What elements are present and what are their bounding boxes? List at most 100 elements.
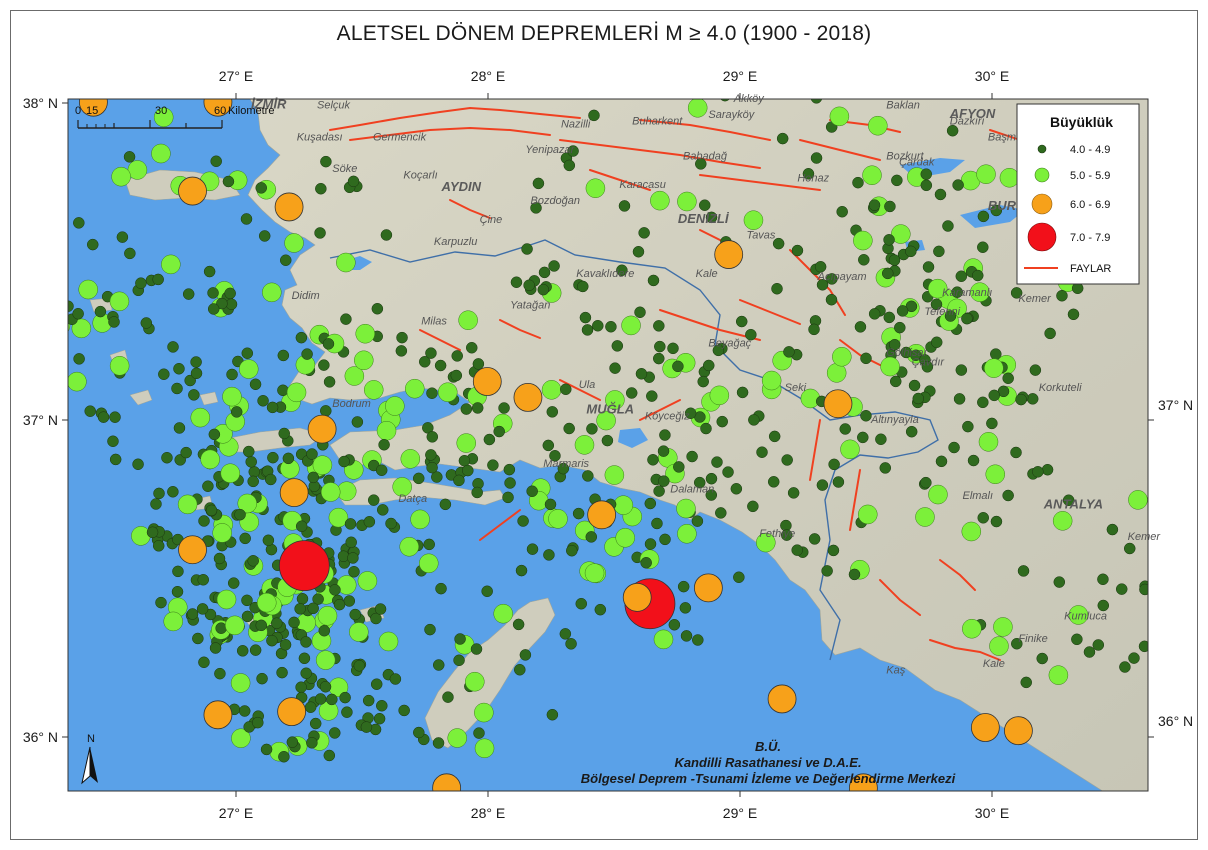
earthquake-point: [340, 313, 352, 325]
earthquake-point: [586, 423, 598, 435]
province-label: MUĞLA: [586, 401, 634, 416]
earthquake-point: [158, 368, 170, 380]
town-label: Seki: [785, 382, 807, 394]
earthquake-point: [190, 407, 211, 428]
earthquake-point: [653, 352, 665, 365]
earthquake-point: [173, 422, 186, 434]
earthquake-point: [498, 402, 510, 414]
earthquake-point: [601, 434, 614, 447]
earthquake-point: [215, 622, 227, 634]
town-label: Germencik: [373, 131, 427, 143]
town-label: Ula: [579, 379, 596, 391]
town-label: Kavaklıdere: [576, 268, 634, 280]
earthquake-point: [483, 433, 496, 446]
earthquake-point: [1139, 583, 1148, 596]
earthquake-point: [167, 341, 179, 353]
earthquake-point: [454, 633, 466, 645]
earthquake-point: [34, 321, 45, 332]
earthquake-point: [908, 379, 921, 392]
earthquake-point: [373, 712, 386, 725]
earthquake-point: [318, 359, 330, 371]
earthquake-point: [278, 750, 290, 763]
earthquake-point: [152, 273, 164, 286]
earthquake-point: [267, 451, 279, 464]
town-label: Karpuzlu: [434, 236, 477, 248]
earthquake-point: [879, 462, 892, 474]
earthquake-point: [868, 308, 881, 320]
earthquake-point: [424, 623, 436, 636]
earthquake-point: [1015, 393, 1027, 406]
earthquake-point: [458, 454, 471, 467]
earthquake-point: [787, 487, 800, 499]
earthquake-point: [658, 475, 670, 487]
earthquake-point: [389, 673, 402, 685]
earthquake-point: [1002, 372, 1014, 385]
earthquake-point: [993, 617, 1013, 637]
earthquake-point: [743, 210, 764, 230]
earthquake-point-major: [622, 582, 652, 612]
earthquake-point: [693, 476, 706, 489]
earthquake-point: [709, 385, 730, 406]
town-label: Honaz: [797, 173, 829, 185]
earthquake-point: [767, 476, 780, 488]
town-label: Kale: [696, 268, 718, 280]
province-label: AYDIN: [441, 179, 482, 194]
earthquake-point: [821, 565, 833, 577]
earthquake-point: [730, 483, 743, 495]
earthquake-point: [711, 456, 723, 468]
earthquake-point: [747, 500, 759, 513]
town-label: Nazilli: [561, 119, 591, 131]
earthquake-point: [686, 450, 698, 463]
earthquake-point: [220, 463, 241, 483]
earthquake-point: [705, 211, 718, 224]
earthquake-point: [348, 566, 360, 578]
earthquake-point: [801, 61, 812, 72]
earthquake-point: [203, 265, 216, 278]
earthquake-point: [222, 386, 242, 407]
earthquake-point: [124, 247, 136, 260]
earthquake-point: [691, 515, 704, 527]
town-label: Didim: [292, 290, 320, 302]
earthquake-point: [563, 159, 576, 172]
earthquake-point-major: [693, 573, 723, 603]
town-label: Yenipazar: [525, 144, 575, 156]
earthquake-point: [761, 370, 782, 391]
earthquake-point-major: [277, 697, 307, 727]
earthquake-point: [810, 152, 823, 164]
earthquake-point: [594, 603, 607, 616]
earthquake-point: [68, 300, 74, 312]
earthquake-point: [197, 574, 210, 586]
earthquake-point: [351, 416, 364, 428]
earthquake-point: [239, 532, 251, 545]
earthquake-point: [829, 106, 850, 127]
earthquake-point: [260, 743, 273, 756]
earthquake-point: [646, 390, 658, 402]
earthquake-point: [928, 484, 948, 505]
earthquake-point: [745, 328, 757, 341]
earthquake-point: [423, 538, 435, 551]
earthquake-point: [286, 382, 307, 403]
earthquake-point: [828, 458, 840, 471]
earthquake-point: [304, 701, 317, 713]
earthquake-point: [768, 430, 781, 443]
earthquake-point: [418, 356, 431, 368]
earthquake-point: [177, 494, 198, 515]
earthquake-point: [1002, 489, 1014, 502]
town-label: Marmaris: [543, 458, 589, 470]
earthquake-point: [720, 99, 730, 102]
earthquake-point: [276, 666, 288, 679]
earthquake-point: [413, 726, 425, 739]
earthquake-point: [309, 717, 322, 730]
earthquake-point: [575, 597, 588, 610]
earthquake-point: [180, 446, 192, 459]
earthquake-point: [257, 395, 269, 407]
earthquake-point: [314, 227, 326, 239]
legend-title: Büyüklük: [1050, 114, 1113, 130]
earthquake-point: [146, 526, 159, 539]
earthquake-point: [71, 318, 92, 339]
earthquake-point: [426, 461, 438, 474]
earthquake-point: [222, 175, 235, 188]
earthquake-point: [210, 155, 222, 168]
town-label: Beyağaç: [708, 338, 751, 350]
